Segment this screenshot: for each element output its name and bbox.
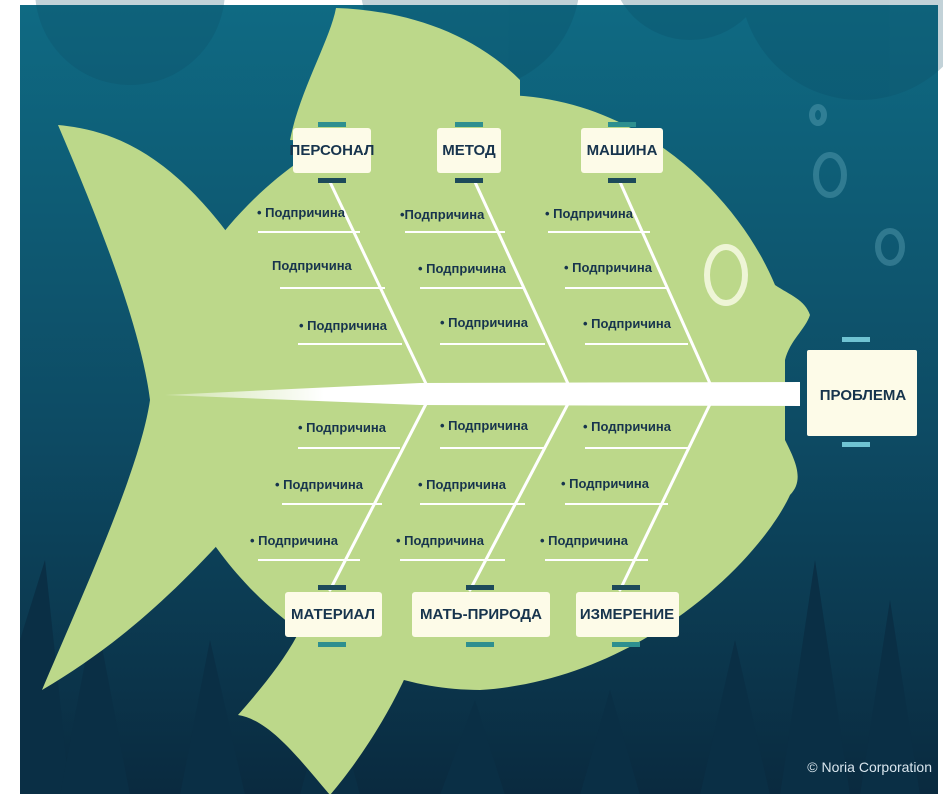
copyright-text: © Noria Corporation <box>807 759 932 775</box>
category-box-material: МАТЕРИАЛ <box>285 585 382 647</box>
subcause-label: • Подпричина <box>583 316 672 331</box>
subcause-label: Подпричина <box>272 258 353 273</box>
subcause-label: • Подпричина <box>545 206 634 221</box>
subcause-label: • Подпричина <box>299 318 388 333</box>
subcause-label: • Подпричина <box>561 476 650 491</box>
subcause-lines <box>258 231 688 561</box>
subcause-label: • Подпричина <box>298 420 387 435</box>
subcause-label: • Подпричина <box>257 205 346 220</box>
category-label: ПЕРСОНАЛ <box>290 142 375 159</box>
subcause-label: • Подпричина <box>396 533 485 548</box>
category-box-measurement: ИЗМЕРЕНИЕ <box>576 585 679 647</box>
subcause-label: • Подпричина <box>418 477 507 492</box>
category-label: МАТЕРИАЛ <box>291 606 375 623</box>
subcause-label: • Подпричина <box>440 418 529 433</box>
subcause-label: • Подпричина <box>418 261 507 276</box>
subcause-label: • Подпричина <box>275 477 364 492</box>
category-label: ИЗМЕРЕНИЕ <box>580 606 674 623</box>
subcause-label: • Подпричина <box>440 315 529 330</box>
category-box-mother-nature: МАТЬ-ПРИРОДА <box>412 585 550 647</box>
category-box-personnel: ПЕРСОНАЛ <box>290 122 375 183</box>
subcause-label: • Подпричина <box>540 533 629 548</box>
category-box-method: МЕТОД <box>437 122 501 183</box>
fish-eye <box>704 244 748 306</box>
bones <box>328 180 714 592</box>
subcause-label: •Подпричина <box>400 207 485 222</box>
subcause-label: • Подпричина <box>250 533 339 548</box>
problem-label: ПРОБЛЕМА <box>820 387 907 404</box>
spine-arrow <box>165 382 800 406</box>
category-label: МАТЬ-ПРИРОДА <box>420 606 542 623</box>
bubbles <box>809 104 905 266</box>
subcause-label: • Подпричина <box>564 260 653 275</box>
category-box-machine: МАШИНА <box>581 122 663 183</box>
category-label: МАШИНА <box>587 142 658 159</box>
category-label: МЕТОД <box>442 142 496 159</box>
subcause-label: • Подпричина <box>583 419 672 434</box>
problem-box: ПРОБЛЕМА <box>807 337 917 447</box>
